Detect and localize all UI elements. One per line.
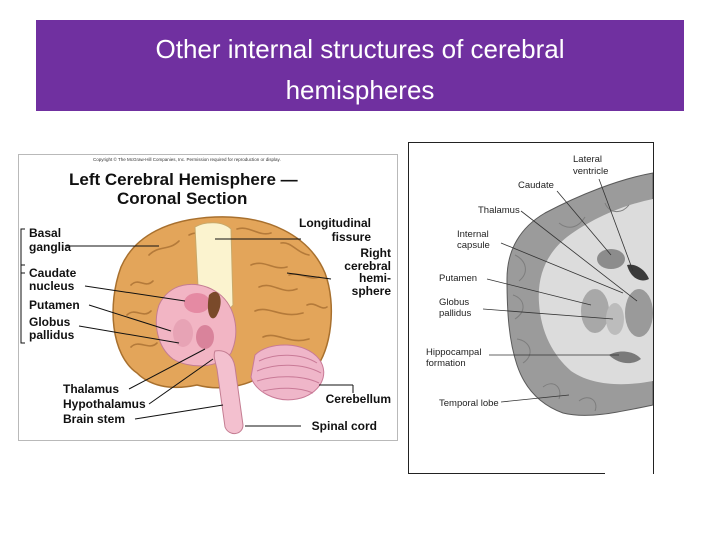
left-leader-lines [65, 245, 186, 344]
label-hypothalamus: Hypothalamus [63, 397, 146, 411]
r-label-globus: Globus [439, 297, 469, 308]
grayscale-section-illustration: Lateral ventricle Caudate Thalamus Inter… [426, 154, 653, 416]
r-label-pallidus: pallidus [439, 308, 471, 319]
caudate-nucleus-shape [184, 293, 210, 313]
label-putamen: Putamen [29, 298, 80, 312]
gray-putamen [581, 289, 609, 333]
r-label-capsule: capsule [457, 240, 490, 251]
gray-globus [606, 303, 624, 335]
r-label-formation: formation [426, 358, 466, 369]
coronal-section-figure: Copyright © The McGraw-Hill Companies, I… [18, 154, 398, 441]
figure-bottom-border [409, 473, 605, 474]
label-longitudinal: Longitudinal [299, 216, 371, 230]
gray-hippocampus [609, 351, 641, 364]
copyright-text: Copyright © The McGraw-Hill Companies, I… [93, 156, 281, 162]
r-label-putamen: Putamen [439, 273, 477, 284]
figure-title-line-2: Coronal Section [117, 189, 247, 208]
gray-caudate [597, 249, 625, 269]
label-thalamus: Thalamus [63, 382, 119, 396]
label-brain-stem: Brain stem [63, 412, 125, 426]
label-right: Right [360, 246, 391, 260]
right-fig-leader-lines [482, 178, 638, 403]
label-caudate-nucleus: nucleus [29, 279, 75, 293]
brain-stem-shape [213, 350, 244, 434]
slide-title-line-1: Other internal structures of cerebral [155, 34, 565, 64]
putamen-shape [173, 319, 193, 347]
label-ganglia: ganglia [29, 240, 71, 254]
cortex-folds [512, 202, 630, 412]
figure-title-line-1: Left Cerebral Hemisphere — [69, 170, 298, 189]
grayscale-section-figure: Lateral ventricle Caudate Thalamus Inter… [408, 142, 654, 474]
label-pallidus: pallidus [29, 328, 75, 342]
label-globus: Globus [29, 315, 71, 329]
lateral-ventricle-shape [207, 291, 221, 319]
r-label-temporal: Temporal lobe [439, 398, 499, 409]
r-label-hippocampal: Hippocampal [426, 347, 481, 358]
right-leader-lines [215, 238, 354, 427]
slide-title-line-2: hemispheres [285, 75, 435, 105]
nuclei-bracket [20, 264, 25, 344]
label-caudate: Caudate [29, 266, 77, 280]
thalamus-shape [196, 325, 214, 349]
cerebellum-shape [250, 344, 325, 401]
r-label-thalamus: Thalamus [478, 205, 520, 216]
r-label-caudate: Caudate [518, 180, 554, 191]
label-fissure: fissure [332, 230, 372, 244]
gray-thalamus [625, 289, 653, 337]
title-banner: Other internal structures of cerebral he… [36, 20, 684, 111]
lower-leader-lines [128, 348, 224, 420]
cerebellum-folia [256, 354, 322, 394]
label-hemi: hemi- [359, 271, 391, 285]
coronal-section-illustration: Copyright © The McGraw-Hill Companies, I… [20, 156, 392, 434]
r-label-ventricle: ventricle [573, 166, 608, 177]
label-sphere: sphere [352, 284, 392, 298]
label-cerebellum: Cerebellum [326, 392, 391, 406]
label-basal: Basal [29, 226, 61, 240]
r-label-lateral: Lateral [573, 154, 602, 165]
label-spinal-cord: Spinal cord [312, 419, 377, 433]
basal-ganglia-bracket [20, 228, 25, 274]
r-label-internal: Internal [457, 229, 489, 240]
label-cerebral: cerebral [344, 259, 391, 273]
